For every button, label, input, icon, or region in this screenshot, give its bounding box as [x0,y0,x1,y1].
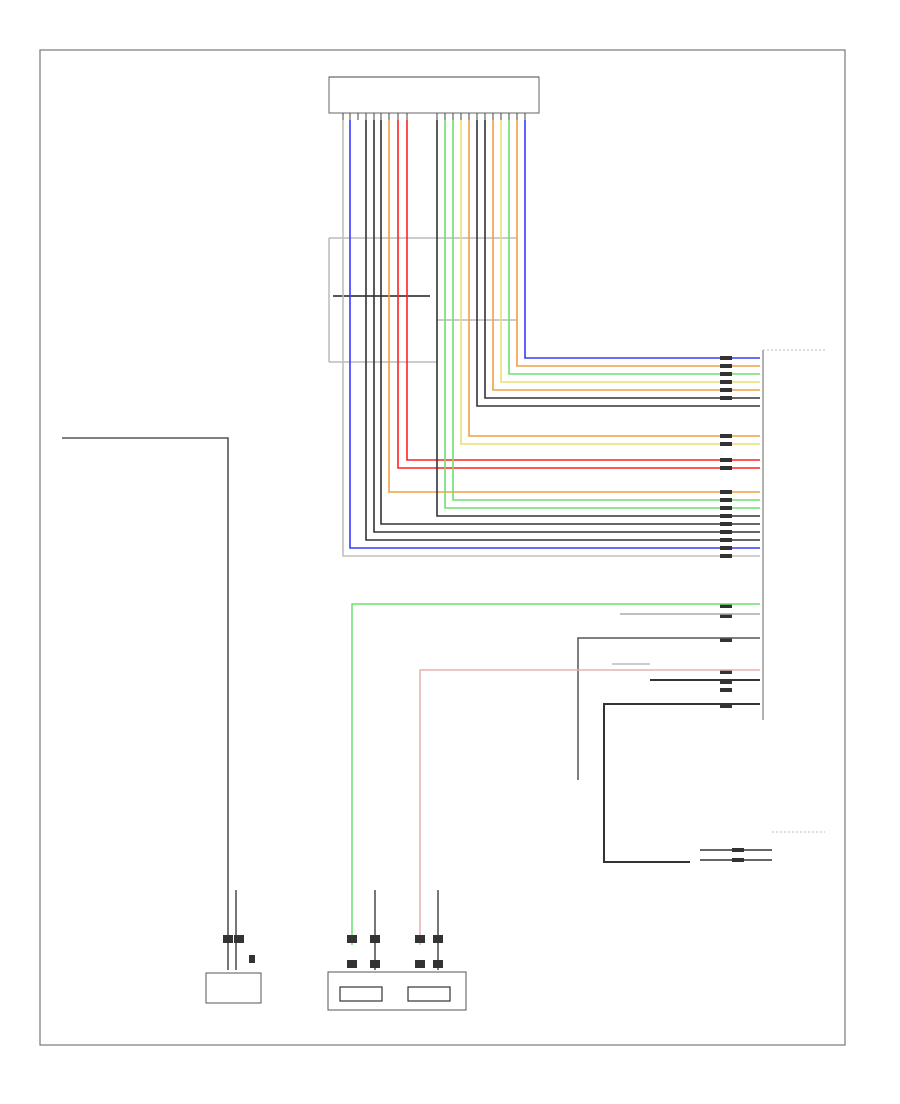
speaker-assembly [327,890,467,1011]
wire-yellow-b [460,120,760,445]
wire-black-i [603,703,760,863]
mic-box [205,972,262,1004]
diagram-border [39,49,846,1046]
wire-black-a [484,120,760,399]
wire-green-c [444,120,760,509]
wire-red-b [397,120,760,469]
wire-blue-a [524,120,760,359]
wire-black-g [577,637,760,780]
right-speaker [339,986,383,1002]
wire-green-right-speaker [351,603,760,945]
left-speaker [407,986,451,1002]
wire-black-f [365,120,760,541]
wire-orange-b [492,120,760,391]
wire-red-a [406,120,760,461]
wire-orange-d [388,120,760,493]
wire-blue-b [349,120,760,549]
wire-green-b [452,120,760,501]
wire-yellow-a [500,120,760,383]
wire-bundle-upper [342,120,760,557]
top-connector [328,76,540,120]
wire-green-a [508,120,760,375]
nav-connector [720,349,825,720]
wire-black-d [380,120,760,525]
wire-black-e [373,120,760,533]
wire-orange-a [516,120,760,367]
wire-pink-left-speaker [419,669,760,945]
shield-bundle [328,237,517,363]
wire-black-c [436,120,760,517]
wire-gray-a [342,120,760,557]
wire-orange-c [468,120,760,437]
microphone-unit [62,437,262,1004]
wire-black-b [476,120,760,407]
sub-connector [700,831,825,862]
wire-bundle-lower [351,603,760,945]
